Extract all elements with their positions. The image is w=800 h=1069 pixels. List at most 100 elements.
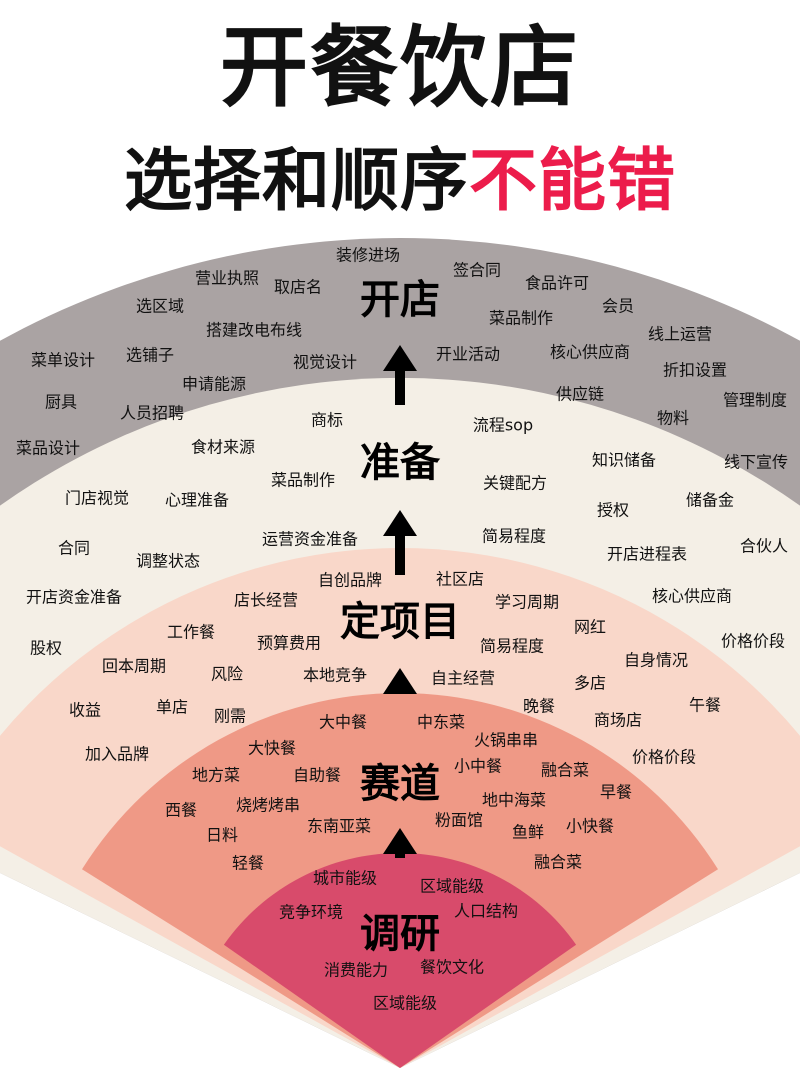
item-open: 会员 xyxy=(602,297,634,316)
item-prepare: 授权 xyxy=(597,501,629,520)
item-project: 自身情况 xyxy=(624,651,688,670)
item-track: 日料 xyxy=(206,826,238,845)
item-track: 火锅串串 xyxy=(474,731,538,750)
item-track: 大中餐 xyxy=(319,713,367,732)
item-prepare: 知识储备 xyxy=(592,451,656,470)
item-open: 营业执照 xyxy=(195,269,259,288)
item-project: 本地竞争 xyxy=(303,666,367,685)
item-prepare: 菜品制作 xyxy=(271,471,335,490)
stage-label-research: 调研 xyxy=(360,911,440,957)
item-prepare: 简易程度 xyxy=(482,527,546,546)
item-open: 折扣设置 xyxy=(663,361,727,380)
item-track: 地方菜 xyxy=(192,766,240,785)
item-open: 申请能源 xyxy=(182,375,246,394)
item-track: 鱼鲜 xyxy=(512,823,544,842)
item-open: 菜品制作 xyxy=(489,309,553,328)
up-arrow-icon xyxy=(383,828,417,858)
item-project: 自主经营 xyxy=(431,669,495,688)
item-track: 地中海菜 xyxy=(482,791,546,810)
item-track: 烧烤烤串 xyxy=(236,796,300,815)
item-open: 开业活动 xyxy=(436,345,500,364)
item-track: 早餐 xyxy=(600,783,632,802)
layer-research-wedge xyxy=(223,853,577,1068)
item-track: 西餐 xyxy=(165,801,197,820)
item-prepare: 调整状态 xyxy=(136,552,200,571)
stage-label-track: 赛道 xyxy=(360,761,440,807)
item-project: 商场店 xyxy=(594,711,642,730)
item-open: 管理制度 xyxy=(723,391,787,410)
item-open: 选区域 xyxy=(136,297,184,316)
item-open: 物料 xyxy=(657,409,689,428)
item-research: 竞争环境 xyxy=(279,903,343,922)
item-project: 刚需 xyxy=(214,707,246,726)
item-project: 风险 xyxy=(211,665,243,684)
item-open: 视觉设计 xyxy=(293,353,357,372)
item-prepare: 开店进程表 xyxy=(607,545,687,564)
item-prepare: 储备金 xyxy=(686,491,734,510)
subtitle-accent: 不能错 xyxy=(469,142,677,221)
item-track: 中东菜 xyxy=(417,713,465,732)
item-prepare: 菜品设计 xyxy=(16,439,80,458)
item-prepare: 运营资金准备 xyxy=(262,530,358,549)
item-track: 小快餐 xyxy=(566,817,614,836)
item-research: 人口结构 xyxy=(454,902,518,921)
item-track: 粉面馆 xyxy=(435,811,483,830)
item-project: 简易程度 xyxy=(480,637,544,656)
stage-label-prepare: 准备 xyxy=(360,440,441,486)
page-title: 开餐饮店 xyxy=(219,16,580,119)
item-project: 单店 xyxy=(156,698,188,717)
item-track: 大快餐 xyxy=(248,739,296,758)
item-project: 网红 xyxy=(574,618,606,637)
item-open: 菜单设计 xyxy=(31,351,95,370)
item-project: 股权 xyxy=(30,639,62,658)
item-prepare: 关键配方 xyxy=(483,474,547,493)
item-open: 搭建改电布线 xyxy=(206,321,302,340)
item-project: 价格价段 xyxy=(721,632,785,651)
item-research: 消费能力 xyxy=(324,961,388,980)
stage-label-open: 开店 xyxy=(360,277,440,323)
item-project: 午餐 xyxy=(689,696,721,715)
item-prepare: 食材来源 xyxy=(191,438,255,457)
item-project: 社区店 xyxy=(436,570,484,589)
item-prepare: 核心供应商 xyxy=(652,587,732,606)
item-project: 晚餐 xyxy=(523,697,555,716)
item-open: 人员招聘 xyxy=(120,404,184,423)
item-project: 收益 xyxy=(69,701,101,720)
item-track: 东南亚菜 xyxy=(307,817,371,836)
item-research: 餐饮文化 xyxy=(420,958,484,977)
item-track: 轻餐 xyxy=(232,854,264,873)
item-prepare: 心理准备 xyxy=(165,491,229,510)
item-project: 学习周期 xyxy=(495,593,559,612)
item-open: 核心供应商 xyxy=(550,343,630,362)
item-track: 小中餐 xyxy=(454,757,502,776)
item-research: 城市能级 xyxy=(313,869,377,888)
item-prepare: 合同 xyxy=(58,539,90,558)
item-prepare: 线下宣传 xyxy=(724,453,788,472)
item-open: 线上运营 xyxy=(648,325,712,344)
item-track: 加入品牌 xyxy=(85,745,149,764)
item-open: 食品许可 xyxy=(525,274,589,293)
item-track: 自助餐 xyxy=(293,766,341,785)
item-open: 选铺子 xyxy=(126,346,174,365)
subtitle-plain: 选择和顺序 xyxy=(123,142,469,221)
up-arrow-icon xyxy=(383,345,417,405)
item-project: 回本周期 xyxy=(102,657,166,676)
item-open: 厨具 xyxy=(45,393,77,412)
page-subtitle: 选择和顺序不能错 xyxy=(0,140,800,224)
item-project: 自创品牌 xyxy=(318,571,382,590)
item-track: 融合菜 xyxy=(541,761,589,780)
item-open: 装修进场 xyxy=(336,246,400,265)
item-open: 供应链 xyxy=(556,385,604,404)
item-prepare: 流程sop xyxy=(473,416,533,435)
up-arrow-icon xyxy=(383,668,417,694)
item-open: 签合同 xyxy=(453,261,501,280)
item-prepare: 合伙人 xyxy=(740,537,788,556)
item-research: 区域能级 xyxy=(373,994,437,1013)
item-track: 价格价段 xyxy=(632,748,696,767)
item-prepare: 开店资金准备 xyxy=(26,588,122,607)
item-open: 取店名 xyxy=(274,278,322,297)
item-prepare: 商标 xyxy=(311,411,343,430)
stage-label-project: 定项目 xyxy=(340,599,460,645)
item-research: 区域能级 xyxy=(420,877,484,896)
